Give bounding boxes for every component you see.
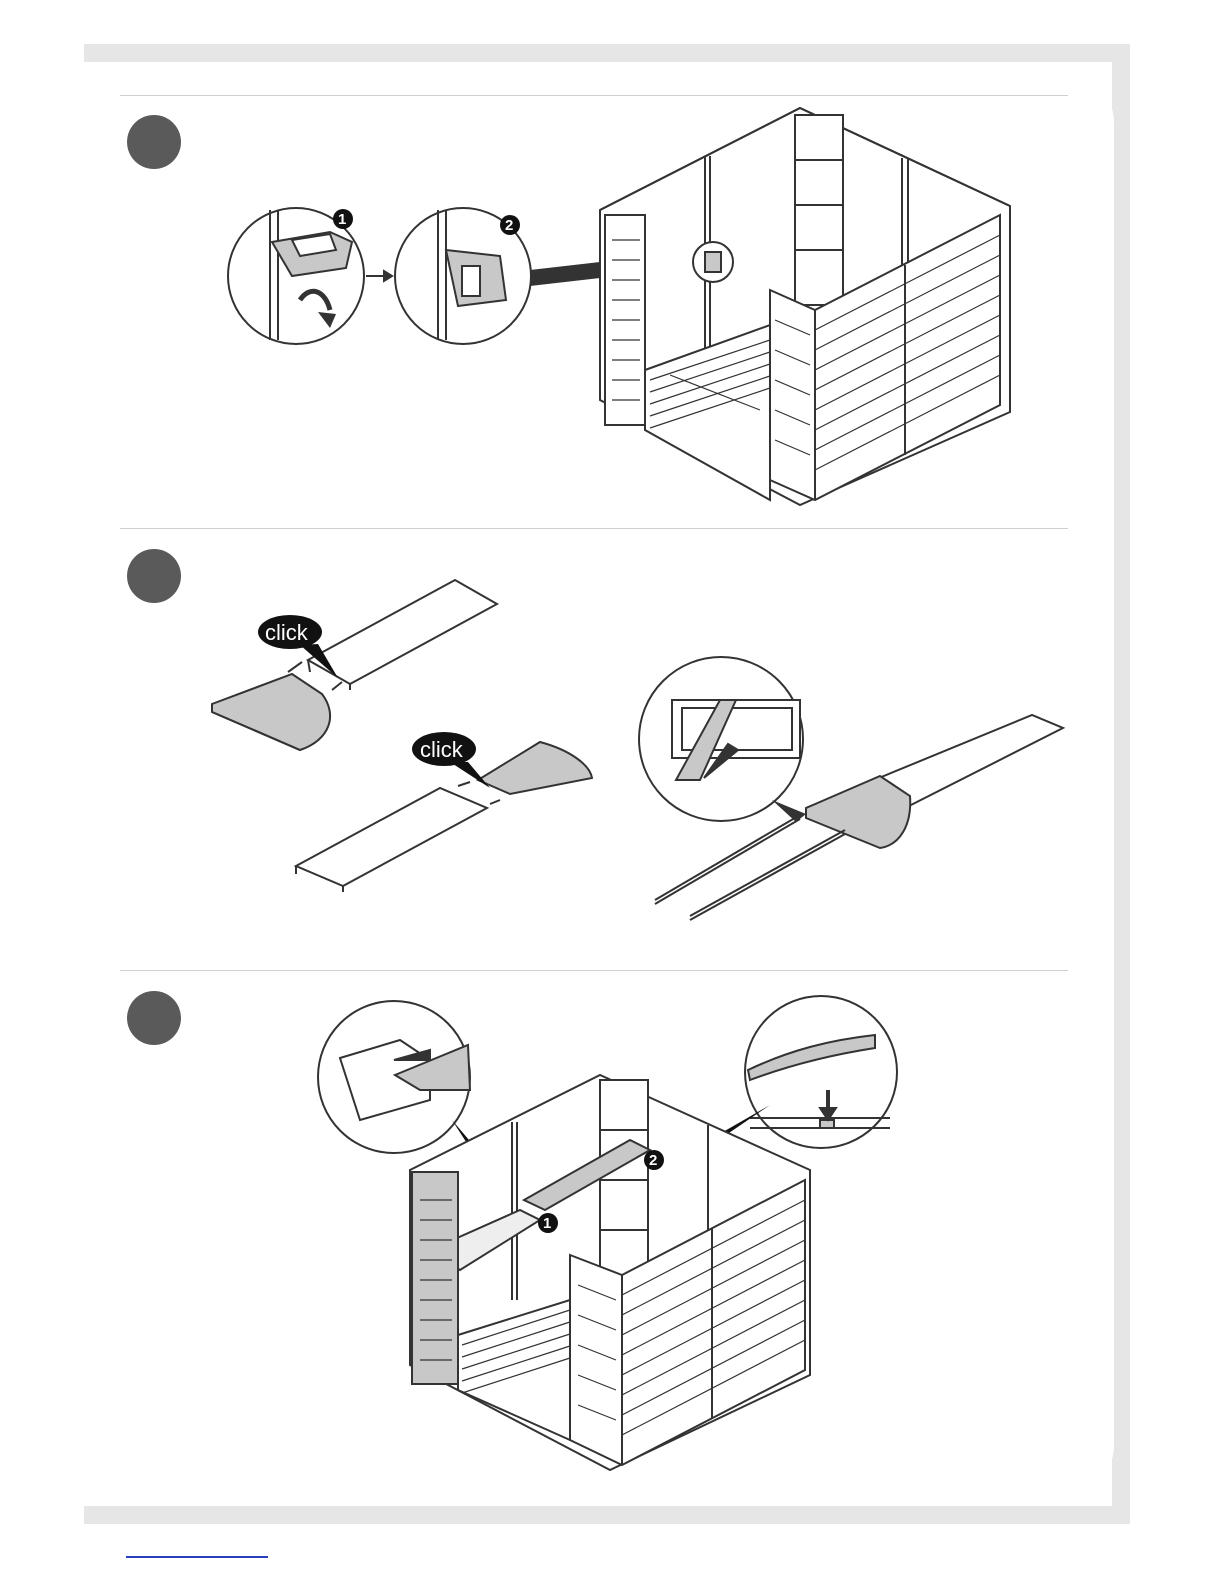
marker-3-label: 1 — [543, 1215, 551, 1232]
marker-4-label: 2 — [649, 1152, 657, 1169]
footer-link[interactable] — [126, 1556, 268, 1558]
